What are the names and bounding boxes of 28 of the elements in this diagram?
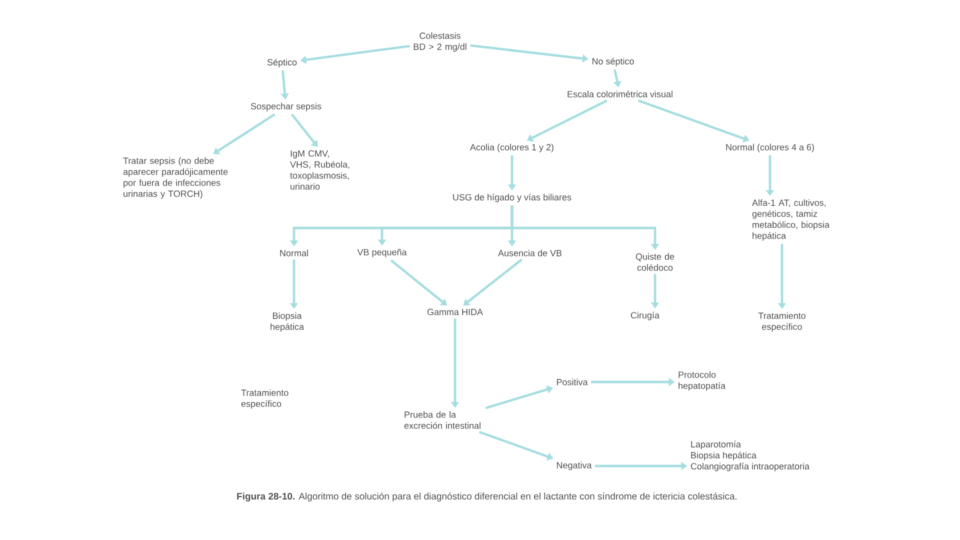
step-label: Cirugía — [630, 312, 660, 320]
step-label: Laparotomía Biopsia hepática Colangiografía intraoperatoria — [690, 440, 810, 472]
step-label: Positiva — [556, 378, 588, 386]
note-label: Tratamiento específico — [241, 389, 288, 409]
connector-arrow — [213, 113, 276, 154]
step-label: USG de hígado y vías biliares — [453, 194, 572, 202]
step-label: No séptico — [592, 58, 634, 66]
step-label: Colestasis BD > 2 mg/dl — [414, 32, 466, 52]
step-label: Sospechar sepsis — [250, 102, 322, 112]
step-label: Biopsia hepática — [270, 312, 304, 332]
step-label: Normal — [280, 250, 308, 256]
step-label: Negativa — [556, 462, 592, 470]
step-label: Tratar sepsis (no debe aparecer paradójicamente por fuera de infecciones urinarias y TORCH) — [123, 157, 228, 199]
step-label: Acolia (colores 1 y 2) — [470, 144, 554, 152]
step-label: Prueba de la excreción intestinal — [404, 411, 480, 429]
figure-caption: Figura 28-10. Algoritmo de solución para el diagnóstico diferencial en el lactante con síndrome de ictericia colestásica. — [237, 492, 737, 502]
step-label: Quiste de colédoco — [636, 253, 674, 271]
connector-arrow — [463, 258, 522, 306]
step-label: Alfa-1 AT, cultivos, genéticos, tamiz metabólico, biopsia hepática — [752, 199, 830, 241]
step-label: Gamma HIDA — [427, 308, 483, 316]
step-label: Escala colorimétrica visual — [568, 90, 672, 98]
step-label: IgM CMV, VHS, Rubéola, toxoplasmosis, urinario — [290, 150, 350, 190]
step-label: VB pequeña — [357, 248, 407, 258]
step-label: Ausencia de VB — [498, 250, 562, 256]
step-label: Séptico — [267, 58, 297, 68]
step-label: Tratamiento específico — [758, 312, 806, 332]
step-label: Protocolo hepatopatía — [678, 371, 726, 391]
step-label: Normal (colores 4 a 6) — [726, 144, 814, 152]
